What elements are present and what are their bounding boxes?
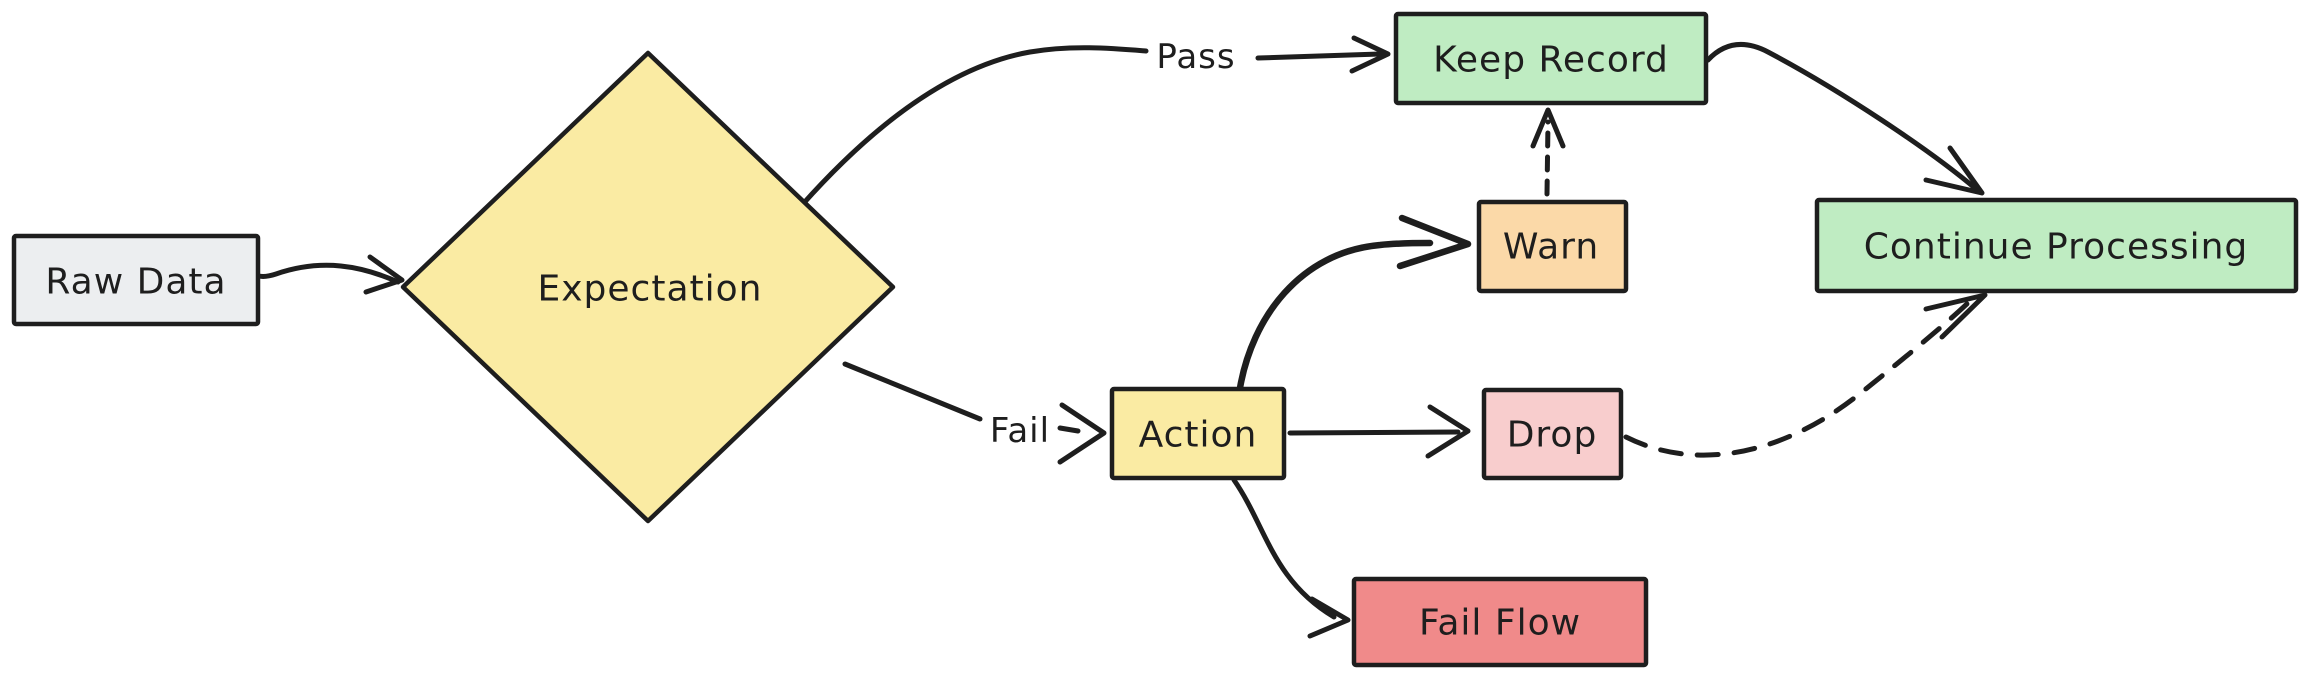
expectation-diamond[interactable] (400, 50, 896, 524)
raw-data-box[interactable] (11, 233, 261, 327)
keep-record-box[interactable] (1393, 11, 1709, 106)
node-keep-record[interactable]: Keep Record (1393, 11, 1709, 106)
node-warn[interactable]: Warn (1476, 199, 1629, 294)
node-action[interactable]: Action (1109, 386, 1287, 481)
arrowhead (1530, 107, 1566, 149)
expectation-label: Expectation (538, 269, 763, 310)
arrowhead (363, 254, 405, 295)
node-continue-processing[interactable]: Continue Processing (1814, 197, 2299, 294)
edge-label-pass: Pass (1156, 37, 1235, 77)
raw-data-label: Raw Data (45, 262, 226, 303)
action-box[interactable] (1109, 386, 1287, 481)
drop-label: Drop (1507, 415, 1598, 456)
edge-expectation-to-action-fail[interactable] (842, 361, 1107, 465)
edge-expectation-to-keeprecord-pass[interactable] (799, 35, 1391, 208)
arrowhead (1349, 35, 1391, 74)
arrowhead (1057, 402, 1107, 465)
arrowhead (1396, 214, 1472, 270)
arrowhead (1425, 404, 1471, 459)
continue-processing-label: Continue Processing (1864, 227, 2249, 268)
arrowhead (1307, 596, 1351, 639)
edge-keeprecord-to-continueprocessing[interactable] (1705, 41, 1985, 196)
action-label: Action (1139, 415, 1258, 456)
edge-label-fail: Fail (990, 411, 1050, 451)
continue-processing-box[interactable] (1814, 197, 2299, 294)
node-drop[interactable]: Drop (1481, 387, 1624, 481)
node-expectation[interactable]: Expectation (400, 50, 896, 524)
warn-label: Warn (1503, 227, 1599, 268)
arrowhead (1923, 145, 1985, 196)
edge-warn-to-keeprecord-dashed[interactable] (1530, 107, 1566, 197)
warn-box[interactable] (1476, 199, 1629, 294)
arrowhead (1923, 292, 1988, 340)
fail-flow-box[interactable] (1351, 576, 1649, 668)
node-raw-data[interactable]: Raw Data (11, 233, 261, 327)
edge-drop-to-continueprocessing-dashed[interactable] (1623, 292, 1988, 458)
edge-action-to-warn[interactable] (1236, 214, 1472, 392)
edge-rawdata-to-expectation[interactable] (248, 254, 405, 295)
edge-action-to-failflow[interactable] (1231, 477, 1351, 639)
node-fail-flow[interactable]: Fail Flow (1351, 576, 1649, 668)
edge-action-to-drop[interactable] (1287, 404, 1471, 459)
drop-box[interactable] (1481, 387, 1624, 481)
fail-flow-label: Fail Flow (1419, 603, 1581, 644)
keep-record-label: Keep Record (1433, 40, 1669, 81)
